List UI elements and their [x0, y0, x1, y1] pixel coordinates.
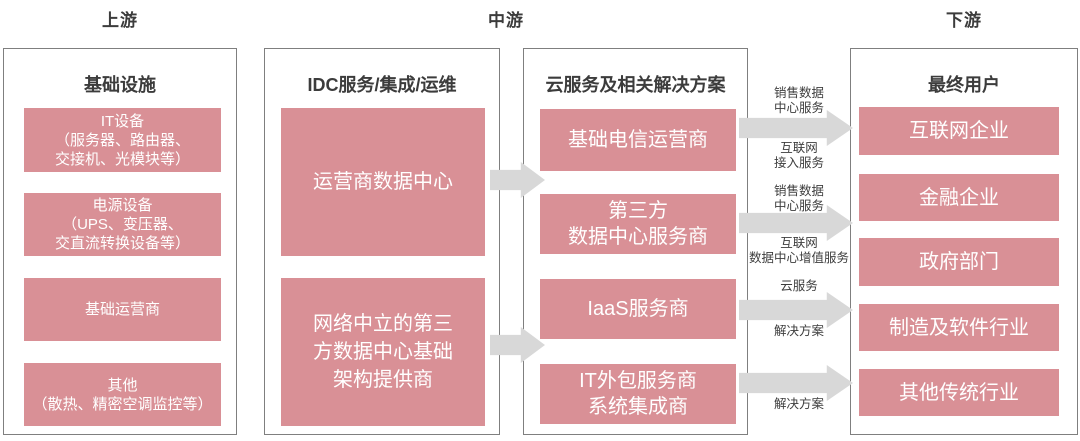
box-manufacturing-software-industry: 制造及软件行业: [859, 304, 1059, 351]
arrow-right-outsourcing-to-users-icon: [739, 365, 853, 401]
flow-label-solutions-1: 解决方案: [773, 324, 824, 338]
box-power-equipment: 电源设备 （UPS、变压器、 交直流转换设备等）: [24, 193, 221, 256]
box-it-outsourcing-system-integrators: IT外包服务商 系统集成商: [540, 364, 736, 424]
box-others-cooling: 其他 （散热、精密空调监控等）: [24, 363, 221, 426]
column-title-end-users: 最终用户: [928, 75, 1000, 95]
box-financial-companies: 金融企业: [859, 174, 1059, 221]
box-iaas-providers: IaaS服务商: [540, 279, 736, 339]
box-carrier-neutral-dc-providers: 网络中立的第三 方数据中心基础 架构提供商: [281, 278, 485, 426]
stage-label-upstream: 上游: [102, 11, 138, 30]
box-basic-carriers: 基础运营商: [24, 278, 221, 341]
flow-label-internet-dc-value-added: 互联网 数据中心增值服务: [748, 236, 849, 265]
stage-label-midstream: 中游: [488, 11, 524, 30]
box-internet-companies: 互联网企业: [859, 107, 1059, 155]
column-title-infrastructure: 基础设施: [84, 75, 156, 95]
flow-label-sales-dc-service-1: 销售数据 中心服务: [773, 86, 824, 115]
box-carrier-data-centers: 运营商数据中心: [281, 108, 485, 256]
column-end-users: 最终用户 互联网企业 金融企业 政府部门 制造及软件行业 其他传统行业: [850, 48, 1078, 435]
column-title-cloud-services: 云服务及相关解决方案: [545, 75, 726, 95]
flow-label-internet-access-service: 互联网 接入服务: [773, 141, 824, 170]
flow-label-sales-dc-service-2: 销售数据 中心服务: [773, 184, 824, 213]
column-title-idc-services: IDC服务/集成/运维: [307, 75, 457, 95]
column-cloud-services: 云服务及相关解决方案 基础电信运营商 第三方 数据中心服务商 IaaS服务商 I…: [523, 48, 748, 435]
flow-label-cloud-service: 云服务: [780, 279, 818, 293]
box-it-equipment: IT设备 （服务器、路由器、 交接机、光模块等）: [24, 108, 221, 172]
arrow-right-iaas-to-users-icon: [739, 292, 853, 328]
stage-label-downstream: 下游: [946, 11, 982, 30]
box-government-departments: 政府部门: [859, 238, 1059, 286]
box-third-party-dc-service-providers: 第三方 数据中心服务商: [540, 194, 736, 254]
column-idc-services: IDC服务/集成/运维 运营商数据中心 网络中立的第三 方数据中心基础 架构提供…: [264, 48, 500, 435]
flow-label-solutions-2: 解决方案: [773, 397, 824, 411]
box-other-traditional-industries: 其他传统行业: [859, 369, 1059, 416]
column-infrastructure: 基础设施 IT设备 （服务器、路由器、 交接机、光模块等） 电源设备 （UPS、…: [3, 48, 237, 435]
box-basic-telecom-operators: 基础电信运营商: [540, 109, 736, 171]
